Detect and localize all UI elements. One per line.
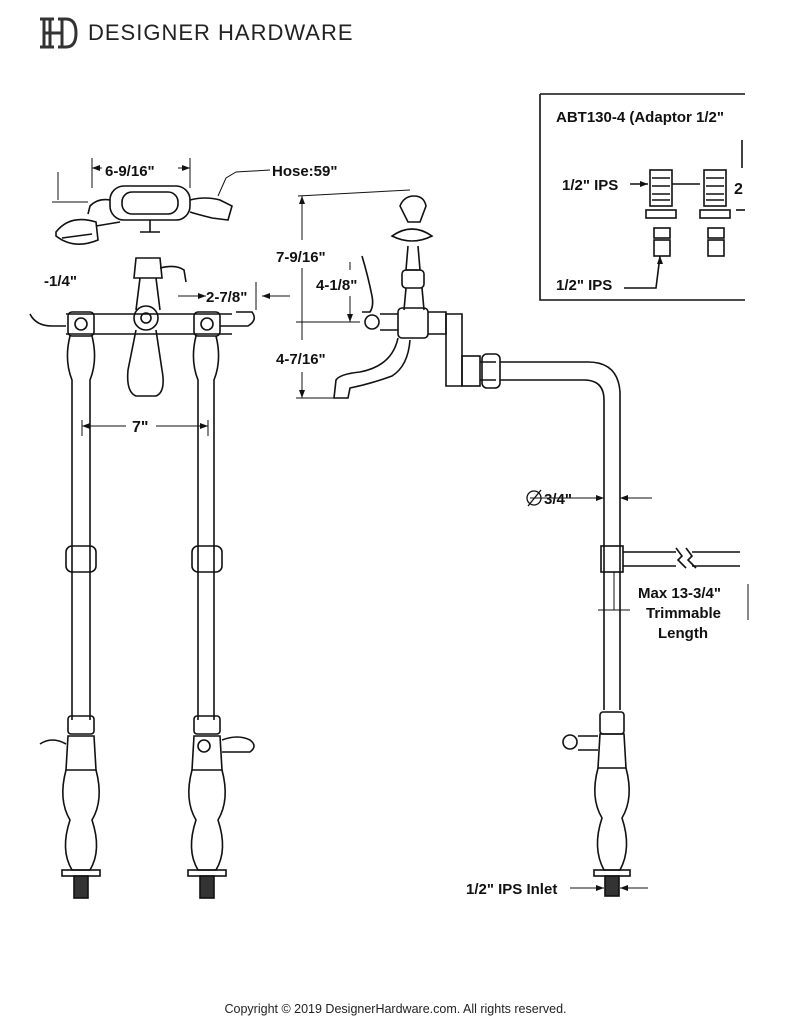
dimension-arrowheads: [82, 165, 663, 891]
handshower-head: [55, 218, 121, 245]
label-handshower-width: 6-9/16": [105, 163, 155, 180]
adaptor-title: ABT130-4 (Adaptor 1/2": [556, 109, 724, 126]
label-spout-offset: 2-7/8": [206, 289, 247, 306]
label-height-lower: 4-7/16": [276, 351, 326, 368]
adaptor-partial-label: 2: [734, 181, 743, 198]
label-hose-length: Hose:59": [272, 163, 337, 180]
dimension-lines-front: [52, 158, 290, 436]
label-max-length-1: Max 13-3/4": [638, 585, 721, 602]
brand-name: DESIGNER HARDWARE: [88, 20, 354, 45]
label-height-mid: 4-1/8": [316, 277, 357, 294]
label-left-partial: -1/4": [44, 273, 77, 290]
copyright-footer: Copyright © 2019 DesignerHardware.com. A…: [224, 1002, 567, 1016]
left-riser-pipe: [39, 335, 101, 899]
right-handle: [193, 311, 221, 337]
left-handle: [67, 311, 95, 337]
label-inlet: 1/2" IPS Inlet: [466, 881, 557, 898]
dimension-lines-side: [296, 189, 749, 889]
handshower-cradle: [87, 185, 233, 233]
label-height-upper: 7-9/16": [276, 249, 326, 266]
adaptor-ips-top: 1/2" IPS: [562, 177, 618, 194]
right-riser-pipe: [187, 335, 255, 899]
label-center-spacing: 7": [132, 419, 148, 436]
site-header: DESIGNER HARDWARE: [36, 14, 354, 52]
adaptor-inset-box: [539, 93, 745, 301]
label-max-length-2: Trimmable: [646, 605, 721, 622]
side-view-faucet: [333, 195, 463, 399]
dh-monogram-icon: [40, 17, 78, 49]
adaptor-ips-bottom: 1/2" IPS: [556, 277, 612, 294]
label-max-length-3: Length: [658, 625, 708, 642]
diameter-symbol-icon: [526, 489, 542, 507]
side-view-tee-pipe: [461, 353, 740, 897]
label-pipe-diameter: 3/4": [544, 491, 572, 508]
